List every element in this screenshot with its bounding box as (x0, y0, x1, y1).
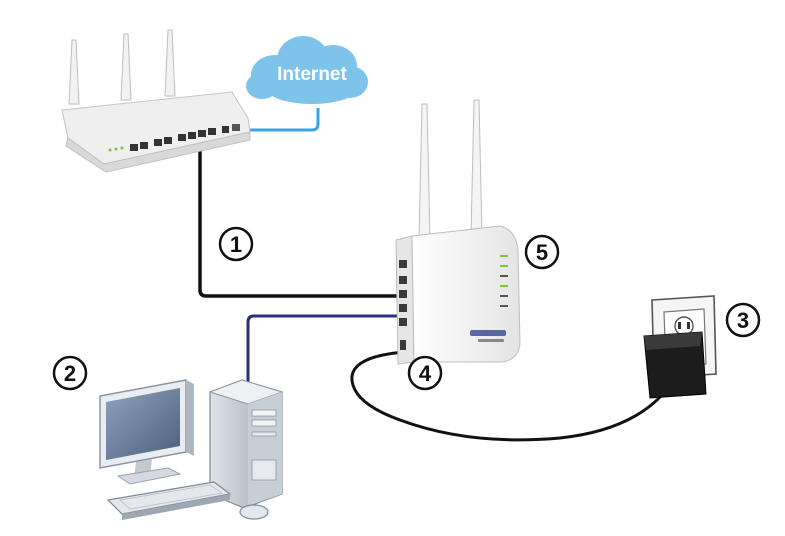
router-device (61, 29, 251, 173)
step-badge-5: 5 (524, 234, 560, 270)
router-antenna-left (68, 39, 80, 105)
pc-to-ap-cable (246, 314, 398, 383)
ap-status-leds (500, 255, 508, 307)
power-cable (350, 350, 670, 442)
pc-tower (208, 379, 284, 509)
internet-cable (238, 108, 320, 132)
ap-antenna-left (418, 103, 431, 239)
step-badge-1: 1 (218, 226, 254, 262)
power-adapter (643, 331, 707, 399)
ap-brand-logo (470, 330, 506, 342)
router-antenna-right (164, 29, 176, 97)
mouse (239, 504, 269, 520)
ap-antenna-right (470, 99, 483, 237)
step-badge-4: 4 (407, 355, 443, 391)
step-badge-2: 2 (52, 355, 88, 391)
keyboard (106, 481, 232, 520)
desktop-computer (99, 379, 284, 520)
step-badge-1-label: 1 (230, 232, 242, 257)
step-badge-3: 3 (725, 302, 761, 338)
step-badge-2-label: 2 (64, 361, 76, 386)
router-antenna-middle (120, 33, 132, 101)
step-badge-4-label: 4 (419, 361, 432, 386)
monitor (99, 379, 194, 485)
router-to-ap-cable (198, 140, 398, 298)
step-badge-3-label: 3 (737, 308, 749, 333)
internet-cloud-label: Internet (277, 64, 347, 85)
internet-cloud: Internet (246, 36, 368, 104)
step-badge-5-label: 5 (536, 240, 548, 265)
access-point-device (395, 99, 521, 365)
